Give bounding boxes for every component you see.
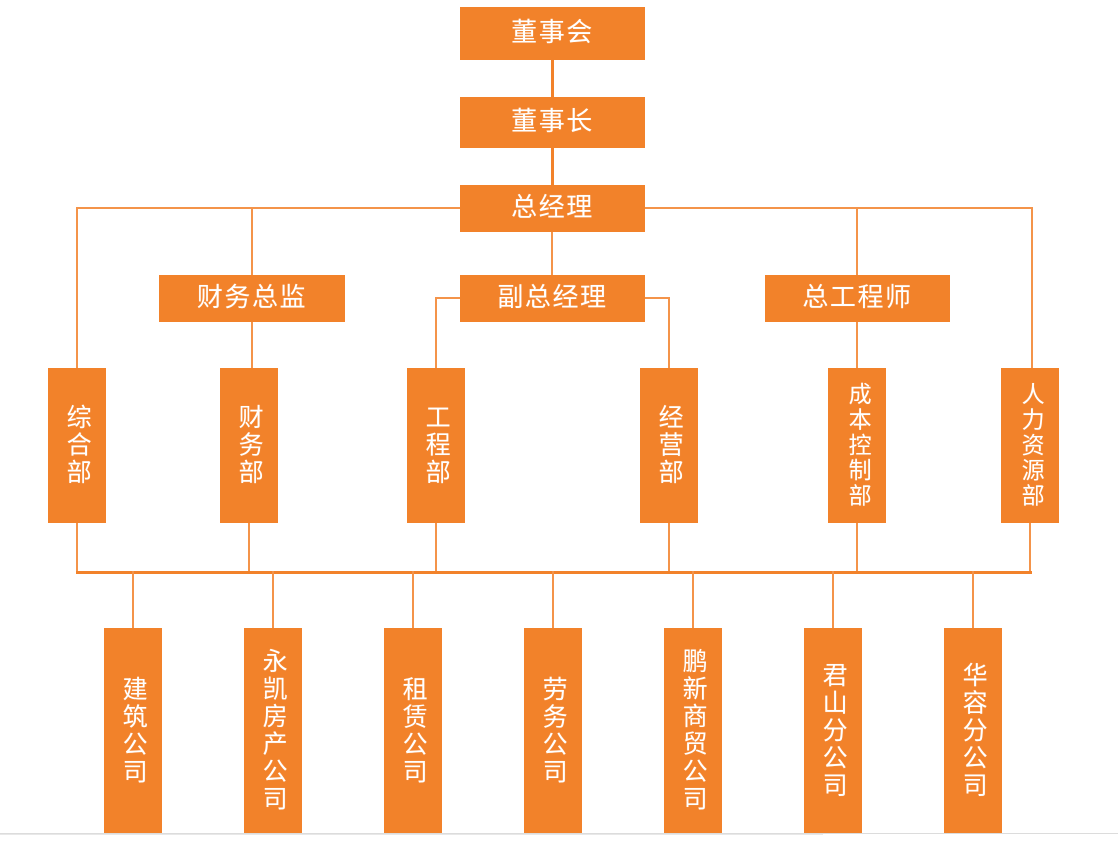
node-subsidiary-yongkai-realestate-co-label: 永凯房产公司 bbox=[259, 648, 289, 813]
node-finance-director-label: 财务总监 bbox=[196, 283, 308, 314]
node-chief-engineer[interactable]: 总工程师 bbox=[765, 275, 950, 322]
node-subsidiary-leasing-co[interactable]: 租赁公司 bbox=[384, 628, 442, 833]
node-chief-engineer-label: 总工程师 bbox=[802, 283, 913, 314]
connector-bus-to-deputy-gm bbox=[551, 232, 553, 275]
node-department-engineering-label: 工程部 bbox=[422, 404, 452, 487]
node-subsidiary-huarong-branch[interactable]: 华容分公司 bbox=[944, 628, 1002, 833]
node-subsidiary-construction-co-label: 建筑公司 bbox=[119, 675, 149, 786]
connector-deputy-right-arm bbox=[645, 297, 670, 299]
connector-bus-to-leasing-co bbox=[412, 571, 414, 628]
node-deputy-general-manager-label: 副总经理 bbox=[497, 283, 608, 314]
connector-finance-director-to-finance-dept bbox=[251, 322, 253, 368]
node-subsidiary-junshan-branch-label: 君山分公司 bbox=[819, 661, 849, 800]
node-subsidiary-pengxin-trading-co[interactable]: 鹏新商贸公司 bbox=[664, 628, 722, 833]
node-subsidiary-labor-co[interactable]: 劳务公司 bbox=[524, 628, 582, 833]
connector-bus-to-labor-co bbox=[552, 571, 554, 628]
connector-bus-to-general-dept bbox=[76, 207, 78, 368]
node-subsidiary-labor-co-label: 劳务公司 bbox=[539, 675, 569, 786]
node-subsidiary-junshan-branch[interactable]: 君山分公司 bbox=[804, 628, 862, 833]
connector-bus-to-chief-engineer bbox=[856, 207, 858, 275]
node-department-general-affairs[interactable]: 综合部 bbox=[48, 368, 106, 523]
node-subsidiary-pengxin-trading-co-label: 鹏新商贸公司 bbox=[679, 648, 709, 813]
node-subsidiary-leasing-co-label: 租赁公司 bbox=[399, 675, 429, 786]
connector-hr-dept-to-lower-bus bbox=[1029, 523, 1031, 573]
connector-bus-to-yongkai-realestate-co bbox=[272, 571, 274, 628]
connector-chief-engineer-to-cost-dept bbox=[856, 322, 858, 368]
connector-bus-to-pengxin-trading-co bbox=[692, 571, 694, 628]
connector-bus-to-finance-director bbox=[251, 207, 253, 275]
node-chairman-label: 董事长 bbox=[511, 107, 594, 138]
connector-engineering-dept-to-lower-bus bbox=[435, 523, 437, 573]
node-department-finance[interactable]: 财务部 bbox=[220, 368, 278, 523]
node-department-operations-label: 经营部 bbox=[655, 404, 685, 487]
footer-divider-secondary bbox=[0, 834, 823, 835]
node-board-of-directors[interactable]: 董事会 bbox=[460, 7, 645, 60]
node-department-general-affairs-label: 综合部 bbox=[63, 404, 93, 487]
connector-subsidiary-bus bbox=[76, 571, 1032, 574]
connector-general-dept-to-lower-bus bbox=[76, 523, 78, 573]
node-subsidiary-construction-co[interactable]: 建筑公司 bbox=[104, 628, 162, 833]
connector-deputy-to-operations-dept bbox=[668, 297, 670, 368]
connector-deputy-to-engineering-dept bbox=[435, 297, 437, 368]
node-department-operations[interactable]: 经营部 bbox=[640, 368, 698, 523]
node-deputy-general-manager[interactable]: 副总经理 bbox=[460, 275, 645, 322]
node-general-manager-label: 总经理 bbox=[511, 193, 594, 224]
connector-operations-dept-to-lower-bus bbox=[668, 523, 670, 573]
connector-deputy-left-arm bbox=[435, 297, 460, 299]
node-department-cost-control[interactable]: 成本控制部 bbox=[828, 368, 886, 523]
node-department-finance-label: 财务部 bbox=[235, 404, 265, 487]
node-general-manager[interactable]: 总经理 bbox=[460, 185, 645, 232]
connector-chairman-to-gm bbox=[551, 148, 554, 185]
node-subsidiary-yongkai-realestate-co[interactable]: 永凯房产公司 bbox=[244, 628, 302, 833]
node-chairman[interactable]: 董事长 bbox=[460, 97, 645, 148]
node-subsidiary-huarong-branch-label: 华容分公司 bbox=[959, 661, 989, 800]
footer-divider bbox=[0, 833, 1118, 834]
connector-finance-dept-to-lower-bus bbox=[248, 523, 250, 573]
node-department-cost-control-label: 成本控制部 bbox=[844, 382, 871, 509]
node-finance-director[interactable]: 财务总监 bbox=[159, 275, 345, 322]
node-board-of-directors-label: 董事会 bbox=[511, 18, 594, 49]
node-department-human-resources[interactable]: 人力资源部 bbox=[1001, 368, 1059, 523]
connector-bus-to-hr-dept bbox=[1031, 207, 1033, 368]
connector-board-to-chairman bbox=[551, 60, 554, 97]
connector-gm-bus-left bbox=[77, 207, 460, 209]
connector-bus-to-junshan-branch bbox=[832, 571, 834, 628]
connector-bus-to-huarong-branch bbox=[972, 571, 974, 628]
connector-gm-bus-right bbox=[645, 207, 1033, 209]
connector-cost-dept-to-lower-bus bbox=[856, 523, 858, 573]
node-department-engineering[interactable]: 工程部 bbox=[407, 368, 465, 523]
node-department-human-resources-label: 人力资源部 bbox=[1017, 382, 1044, 509]
connector-bus-to-construction-co bbox=[132, 571, 134, 628]
